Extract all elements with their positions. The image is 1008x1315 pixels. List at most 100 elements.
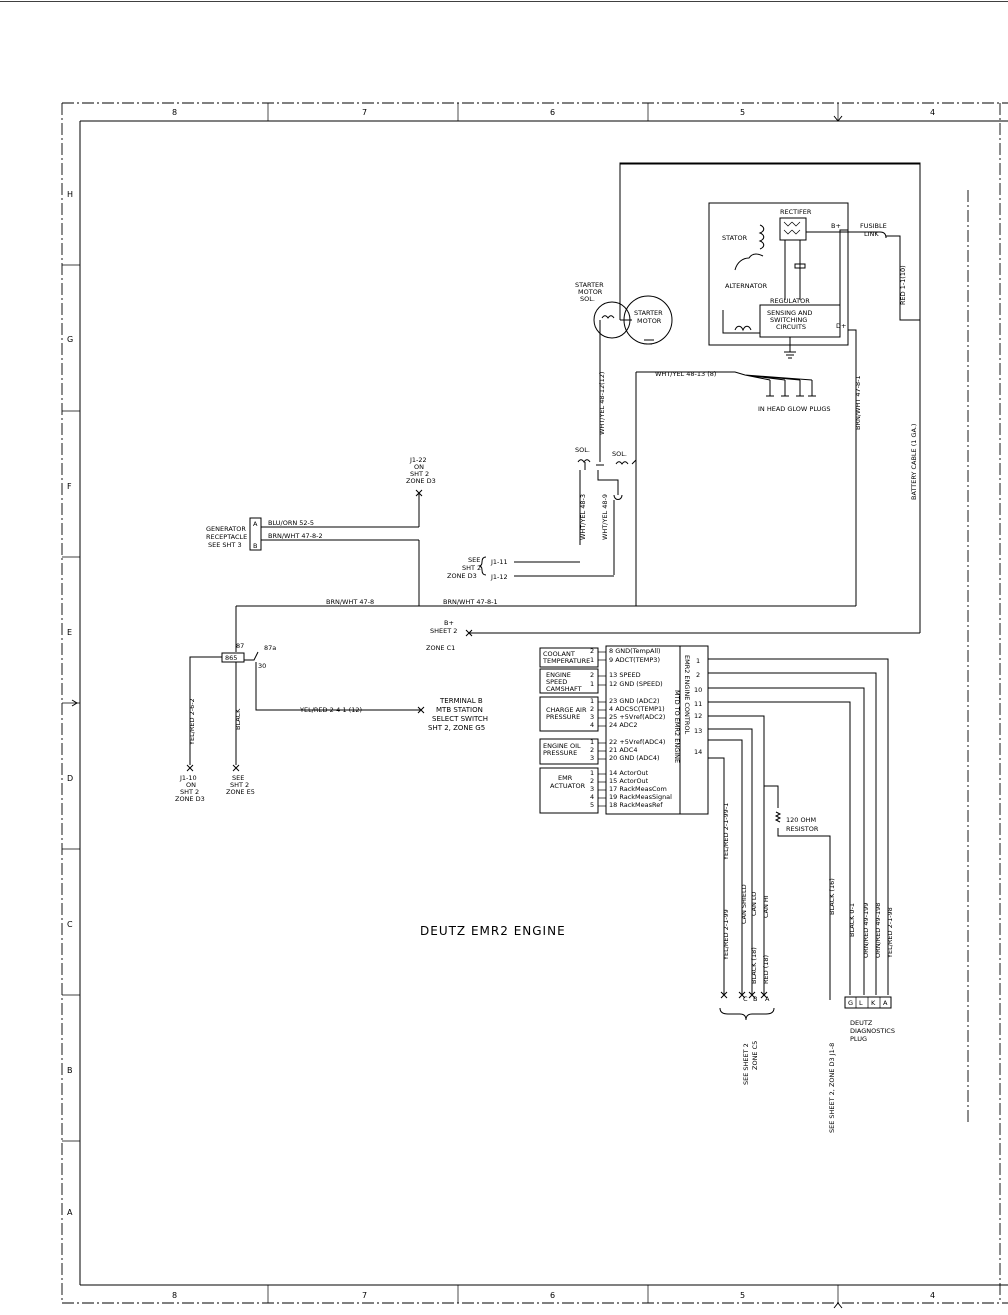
j1-10-ref-4: ZONE D3 <box>175 795 205 803</box>
b-plus-ref-1: B+ <box>444 619 454 627</box>
sensor-charge-pin-4: 4 <box>590 721 594 729</box>
orn-red-49-199-label: ORN/RED 49-199 <box>862 903 870 958</box>
sensor-actuator-pin-2: 2 <box>590 777 594 785</box>
diag-pin-a: A <box>883 999 888 1007</box>
diag-plug-1: DEUTZ <box>850 1019 873 1027</box>
zone-col-6-bottom: 6 <box>550 1291 555 1300</box>
stator-label: STATOR <box>722 234 748 242</box>
sensor-speed-pin-2: 1 <box>590 680 594 688</box>
glow-plugs: WHT/YEL 48-13 (8) IN HEAD GLOW PLUGS <box>635 370 831 460</box>
rectifier-label: RECTIFER <box>780 208 812 216</box>
gen-pin-b: B <box>253 542 257 550</box>
starter-sol-label-1: STARTER <box>575 281 604 289</box>
diag-plug-2: DIAGNOSTICS <box>850 1027 895 1035</box>
ecu-pin-14: 14 ActorOut <box>609 769 649 777</box>
relay-box-label: 865 <box>225 654 237 662</box>
sensor-coolant-pin-1: 2 <box>590 647 594 655</box>
b-plus-label: B+ <box>831 222 841 230</box>
see-e5-ref-2: SHT 2 <box>230 781 249 789</box>
ecu-pin-15: 15 ActorOut <box>609 777 649 785</box>
starter-motor-label-1: STARTER <box>634 309 663 317</box>
ecu-out-pin-10: 10 <box>694 686 702 694</box>
resistor-label-1: 120 OHM <box>786 816 816 824</box>
b-plus-ref-3: ZONE C1 <box>426 644 455 652</box>
generator-label-1: GENERATOR <box>206 525 246 533</box>
see-e5-ref-3: ZONE E5 <box>226 788 255 796</box>
zone-col-5-top: 5 <box>740 108 745 117</box>
ecu-pin-8: 8 GND(TempAll) <box>609 647 661 655</box>
brn-wht-47-8-label: BRN/WHT 47-8 <box>326 598 374 606</box>
see-sheet2-c5-1: SEE SHEET 2 <box>742 1043 750 1085</box>
sensor-actuator-pin-4: 4 <box>590 793 594 801</box>
zone-col-7-bottom: 7 <box>362 1291 367 1300</box>
sensor-charge-1: CHARGE AIR <box>546 706 587 714</box>
sensor-actuator-pin-5: 5 <box>590 801 594 809</box>
sensor-charge-2: PRESSURE <box>546 713 580 721</box>
sol-a-label: SOL. <box>575 446 590 454</box>
wht-yel-48-9-label: WHT/YEL 48-9 <box>601 494 609 540</box>
j1-22-ref-3: SHT 2 <box>410 470 429 478</box>
ecu-pin-17: 17 RackMeasCom <box>609 785 667 793</box>
sensor-actuator-1: EMR <box>558 774 573 782</box>
sensor-coolant-pin-2: 1 <box>590 656 594 664</box>
sensor-oil-pin-1: 1 <box>590 738 594 746</box>
zone-row-b: B <box>67 1066 73 1075</box>
relay: 87 87a 865 30 YEL/RED 2-6-2 BLACK YEL/RE… <box>175 642 488 803</box>
black-18-label: BLACK (18) <box>750 947 758 984</box>
sensing-label-3: CIRCUITS <box>776 323 806 331</box>
ecu-out-pin-11: 11 <box>694 700 702 708</box>
terminal-b-1: TERMINAL B <box>439 697 483 705</box>
black-label: BLACK <box>234 708 242 730</box>
yel-red-2-4-1-label: YEL/RED 2-4-1 (12) <box>299 706 362 714</box>
see-e5-ref-1: SEE <box>232 774 244 782</box>
sol-b-label: SOL. <box>612 450 627 458</box>
j1-22-ref-1: J1-22 <box>409 456 427 464</box>
battery-cable-label: BATTERY CABLE (1 GA.) <box>910 424 918 500</box>
main-bus: BRN/WHT 47-8 BRN/WHT 47-8-1 B+ SHEET 2 Z… <box>235 460 920 652</box>
generator-label-2: RECEPTACLE <box>206 533 247 541</box>
yel-red-2-1-99-1-label: YEL/RED 2-1-99-1 <box>722 803 730 861</box>
alternator-assembly: RECTIFER STATOR B+ FUSIBLE LINK ALTERNAT… <box>619 162 921 633</box>
wht-yel-48-3-label: WHT/YEL 48-3 <box>579 494 587 540</box>
zone-col-4-top: 4 <box>930 108 935 117</box>
sensor-speed-3: CAMSHAFT <box>546 685 582 693</box>
j1-10-ref-3: SHT 2 <box>180 788 199 796</box>
zone-row-e: E <box>67 628 72 637</box>
starter-motor-label-2: MOTOR <box>637 317 662 325</box>
sensor-charge-pin-3: 3 <box>590 713 594 721</box>
ecu-out-pin-13: 13 <box>694 727 702 735</box>
j1-22-ref-4: ZONE D3 <box>406 477 436 485</box>
generator-label-3: SEE SHT 3 <box>208 541 242 549</box>
zone-col-6-top: 6 <box>550 108 555 117</box>
red-1-1-label: RED 1-1(10) <box>899 265 907 305</box>
black-16-label: BLACK (16) <box>828 878 836 915</box>
ecu-out-pin-14: 14 <box>694 748 702 756</box>
sensor-oil-pin-2: 2 <box>590 746 594 754</box>
ecu-out-pin-12: 12 <box>694 712 702 720</box>
gen-pin-a: A <box>253 520 258 528</box>
orn-red-49-198-label: ORN/RED 49-198 <box>874 903 882 958</box>
ecu-output-wires: 120 OHM RESISTOR YEL/RED 2-1-99-1 YEL/RE… <box>708 658 895 1133</box>
black-0-1-label: BLACK 0-1 <box>848 903 856 937</box>
glow-plugs-label: IN HEAD GLOW PLUGS <box>758 405 831 413</box>
zone-col-4-bottom: 4 <box>930 1291 935 1300</box>
sensor-oil-2: PRESSURE <box>543 749 577 757</box>
brn-wht-47-8-1-vert-label: BRN/WHT 47-8-1 <box>854 375 862 430</box>
ecu-pin-9: 9 ADCT(TEMP3) <box>609 656 660 664</box>
ecu-pin-19: 19 RackMeasSignal <box>609 793 672 801</box>
wht-yel-48-12-label: WHT/YEL 48-12(12) <box>598 372 606 435</box>
zone-row-f: F <box>67 482 72 491</box>
zone-col-7-top: 7 <box>362 108 367 117</box>
regulator-label: REGULATOR <box>770 297 810 305</box>
sensor-speed-pin-1: 2 <box>590 671 594 679</box>
diag-pin-g: G <box>848 999 853 1007</box>
see-sht2-d3-3: ZONE D3 <box>447 572 477 580</box>
sensor-speed-2: SPEED <box>546 678 567 686</box>
can-pin-b: B <box>753 995 757 1003</box>
ecu-title-1: EMR2 ENGINE CONTROL <box>683 655 691 735</box>
zone-row-g: G <box>67 335 73 344</box>
brn-wht-47-8-2-label: BRN/WHT 47-8-2 <box>268 532 323 540</box>
starter-motor: STARTER MOTOR SOL. STARTER MOTOR <box>575 281 673 440</box>
see-sheet2-c5-2: ZONE C5 <box>751 1041 759 1070</box>
j1-10-ref-2: ON <box>186 781 196 789</box>
